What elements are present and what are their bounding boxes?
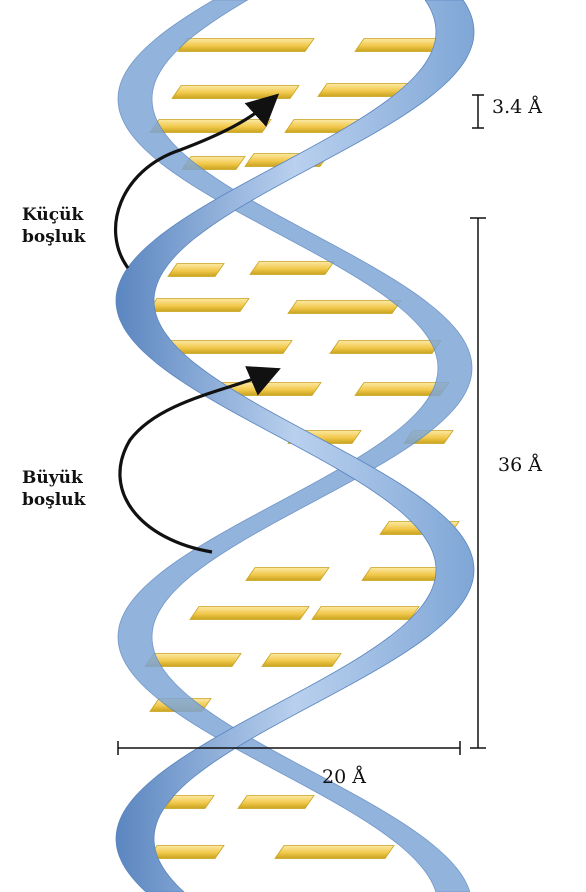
base-pair (178, 39, 314, 52)
base-pair (288, 301, 401, 314)
rise-label: 3.4 Å (492, 96, 542, 118)
diameter-label: 20 Å (322, 766, 366, 788)
base-pair (262, 654, 341, 667)
major-groove-label: Büyük boşluk (22, 467, 85, 511)
base-pair (148, 299, 249, 312)
base-pair (190, 607, 309, 620)
base-pair (250, 262, 334, 275)
backbone-strand (116, 0, 474, 892)
base-pair (330, 341, 441, 354)
minor-groove-label: Küçük boşluk (22, 204, 85, 248)
base-pair (246, 568, 329, 581)
base-pair (150, 120, 271, 133)
base-pair (238, 796, 314, 809)
base-pair (312, 607, 419, 620)
backbone-strand (118, 0, 472, 892)
base-pair (172, 86, 299, 99)
base-pair (168, 264, 224, 277)
backbone-strands (116, 0, 474, 892)
base-pair (148, 846, 224, 859)
pitch-label: 36 Å (498, 454, 542, 476)
base-pair (275, 846, 394, 859)
